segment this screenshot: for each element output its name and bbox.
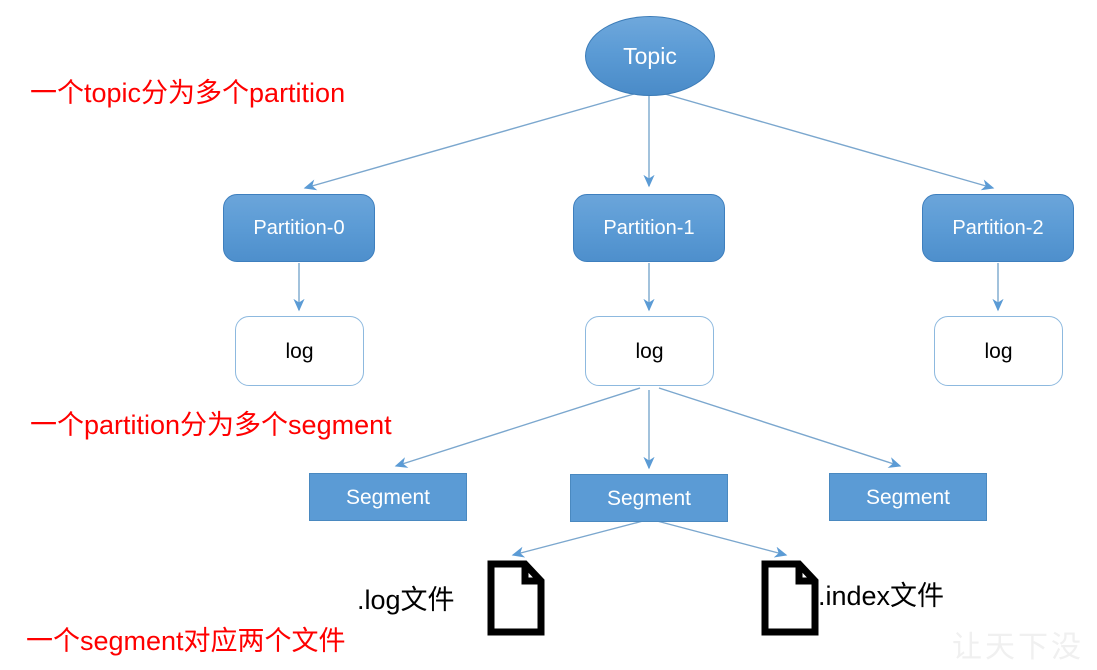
node-partition-0-label: Partition-0: [253, 217, 345, 239]
annotation-partition-segment: 一个partition分为多个segment: [30, 410, 392, 440]
node-partition-0[interactable]: Partition-0: [223, 194, 375, 262]
node-partition-2[interactable]: Partition-2: [922, 194, 1074, 262]
node-partition-1-label: Partition-1: [603, 217, 695, 239]
node-partition-1[interactable]: Partition-1: [573, 194, 725, 262]
node-log-1-label: log: [635, 339, 664, 363]
node-segment-1[interactable]: Segment: [570, 474, 728, 522]
node-segment-1-label: Segment: [606, 486, 692, 510]
node-topic-label: Topic: [623, 42, 677, 69]
node-segment-0-label: Segment: [345, 485, 431, 509]
node-segment-2-label: Segment: [865, 485, 951, 509]
node-log-0[interactable]: log: [235, 316, 364, 386]
file-label-index: .index文件: [818, 581, 945, 611]
node-log-2-label: log: [984, 339, 1013, 363]
document-icon-index: [761, 560, 819, 641]
node-log-1[interactable]: log: [585, 316, 714, 386]
node-topic[interactable]: Topic: [585, 16, 715, 96]
node-log-0-label: log: [285, 339, 314, 363]
node-partition-2-label: Partition-2: [952, 217, 1044, 239]
file-label-log: .log文件: [357, 585, 455, 615]
annotation-segment-files: 一个segment对应两个文件: [26, 626, 346, 656]
document-icon-log: [487, 560, 545, 641]
watermark: 让天下没: [952, 630, 1084, 665]
annotation-topic-partition: 一个topic分为多个partition: [30, 78, 346, 108]
node-segment-0[interactable]: Segment: [309, 473, 467, 521]
node-segment-2[interactable]: Segment: [829, 473, 987, 521]
node-log-2[interactable]: log: [934, 316, 1063, 386]
